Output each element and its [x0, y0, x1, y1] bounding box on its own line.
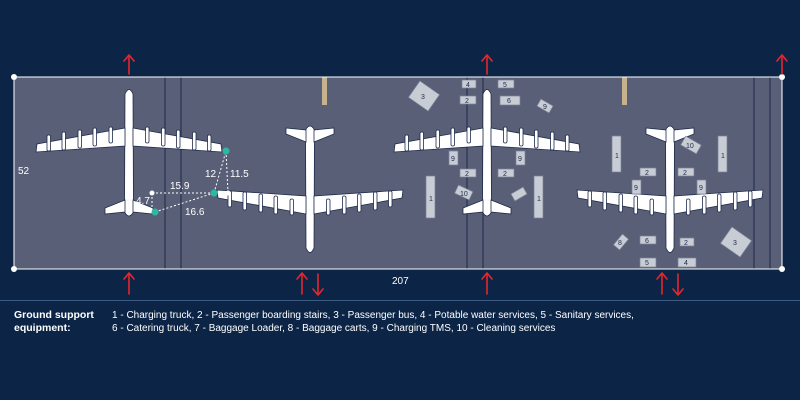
gse-label: 9	[543, 104, 547, 111]
arrow-up-bottom-1	[123, 272, 135, 295]
height-label: 52	[18, 166, 30, 177]
dim-label-12: 12	[205, 169, 217, 180]
gse-label: 6	[645, 238, 649, 245]
gse-label: 2	[683, 170, 687, 177]
gse-label: 6	[507, 98, 511, 105]
arrow-up-top-3	[481, 54, 493, 75]
corner-dots	[11, 74, 785, 272]
apron-layout-diagram: 12 11.5 15.9 4.7 16.6 52 207 4 5 2 6 3 9…	[11, 54, 788, 296]
measurement-lines	[151, 150, 229, 213]
gse-label: 10	[460, 191, 468, 198]
gse-label: 5	[503, 82, 507, 89]
gse-label: 2	[465, 98, 469, 105]
gse-label: 10	[686, 143, 694, 150]
gse-group-3: 4 5 2 6 3 9 9 9 2 2 1 1 10	[407, 79, 554, 219]
gse-label: 9	[451, 156, 455, 163]
legend-title: Ground support equipment:	[14, 309, 109, 335]
gse-label: 1	[537, 196, 541, 203]
gse-label: 3	[733, 240, 737, 247]
arrow-updown-4	[656, 272, 684, 296]
gse-label: 9	[634, 185, 638, 192]
dim-label-11-5: 11.5	[230, 169, 249, 180]
flow-arrows	[123, 54, 788, 296]
arrow-up-top-1	[123, 54, 135, 75]
legend-title-line2: equipment:	[14, 322, 71, 334]
gse-label: 5	[645, 260, 649, 267]
boundary	[13, 76, 783, 270]
arrow-updown-2	[296, 272, 324, 296]
gse-label: 1	[429, 196, 433, 203]
gse-label: 3	[421, 94, 425, 101]
gse-group-4: 1 1 2 2 10 9 9 6 2 5 4 3 8	[611, 135, 753, 268]
gse-label: 2	[645, 170, 649, 177]
gse-label: 1	[721, 153, 725, 160]
gse-label: 9	[699, 185, 703, 192]
arrow-up-top-4	[776, 54, 788, 75]
legend-line-1: 1 - Charging truck, 2 - Passenger boardi…	[112, 310, 634, 321]
arrow-up-bottom-3	[481, 272, 493, 295]
dim-label-15-9: 15.9	[170, 181, 190, 192]
gse-label: 2	[465, 171, 469, 178]
gse-label: 4	[684, 260, 688, 267]
gse-label: 2	[684, 240, 688, 247]
gse-label: 9	[518, 156, 522, 163]
gse-label: 4	[466, 82, 470, 89]
service-road-stripe	[322, 77, 327, 105]
legend-divider	[0, 300, 800, 301]
measure-points	[149, 147, 231, 216]
gse-label: 2	[503, 171, 507, 178]
width-label: 207	[392, 276, 409, 287]
gse-label: 8	[618, 240, 622, 247]
dim-label-4-7: 4.7	[136, 196, 150, 207]
legend-title-line1: Ground support	[14, 309, 94, 321]
legend-line-2: 6 - Catering truck, 7 - Baggage Loader, …	[112, 323, 556, 334]
service-road-stripe	[622, 77, 627, 105]
dim-label-16-6: 16.6	[185, 207, 205, 218]
legend-text: 1 - Charging truck, 2 - Passenger boardi…	[112, 309, 782, 335]
gse-label: 1	[615, 153, 619, 160]
